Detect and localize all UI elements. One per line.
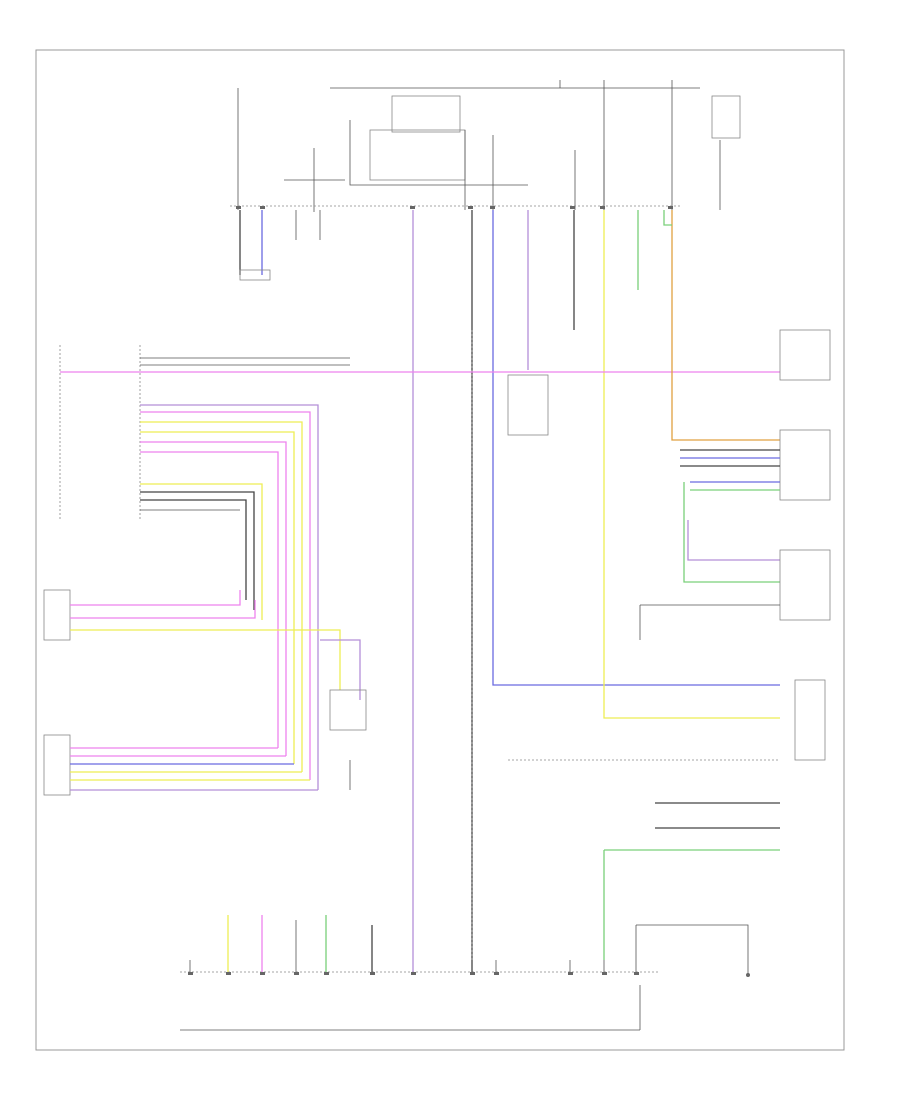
diagram-frame [35, 49, 845, 1051]
right-side-modules [508, 300, 831, 761]
vertical-harness [412, 210, 780, 960]
bottom-connectors [180, 915, 750, 1031]
lower-right-connector [603, 802, 780, 960]
pcm-left-block [59, 345, 780, 790]
6f35-transmission [43, 589, 367, 731]
top-power-distribution [230, 80, 741, 212]
dlc-wires [239, 210, 321, 281]
6r80-transmission [43, 734, 351, 796]
